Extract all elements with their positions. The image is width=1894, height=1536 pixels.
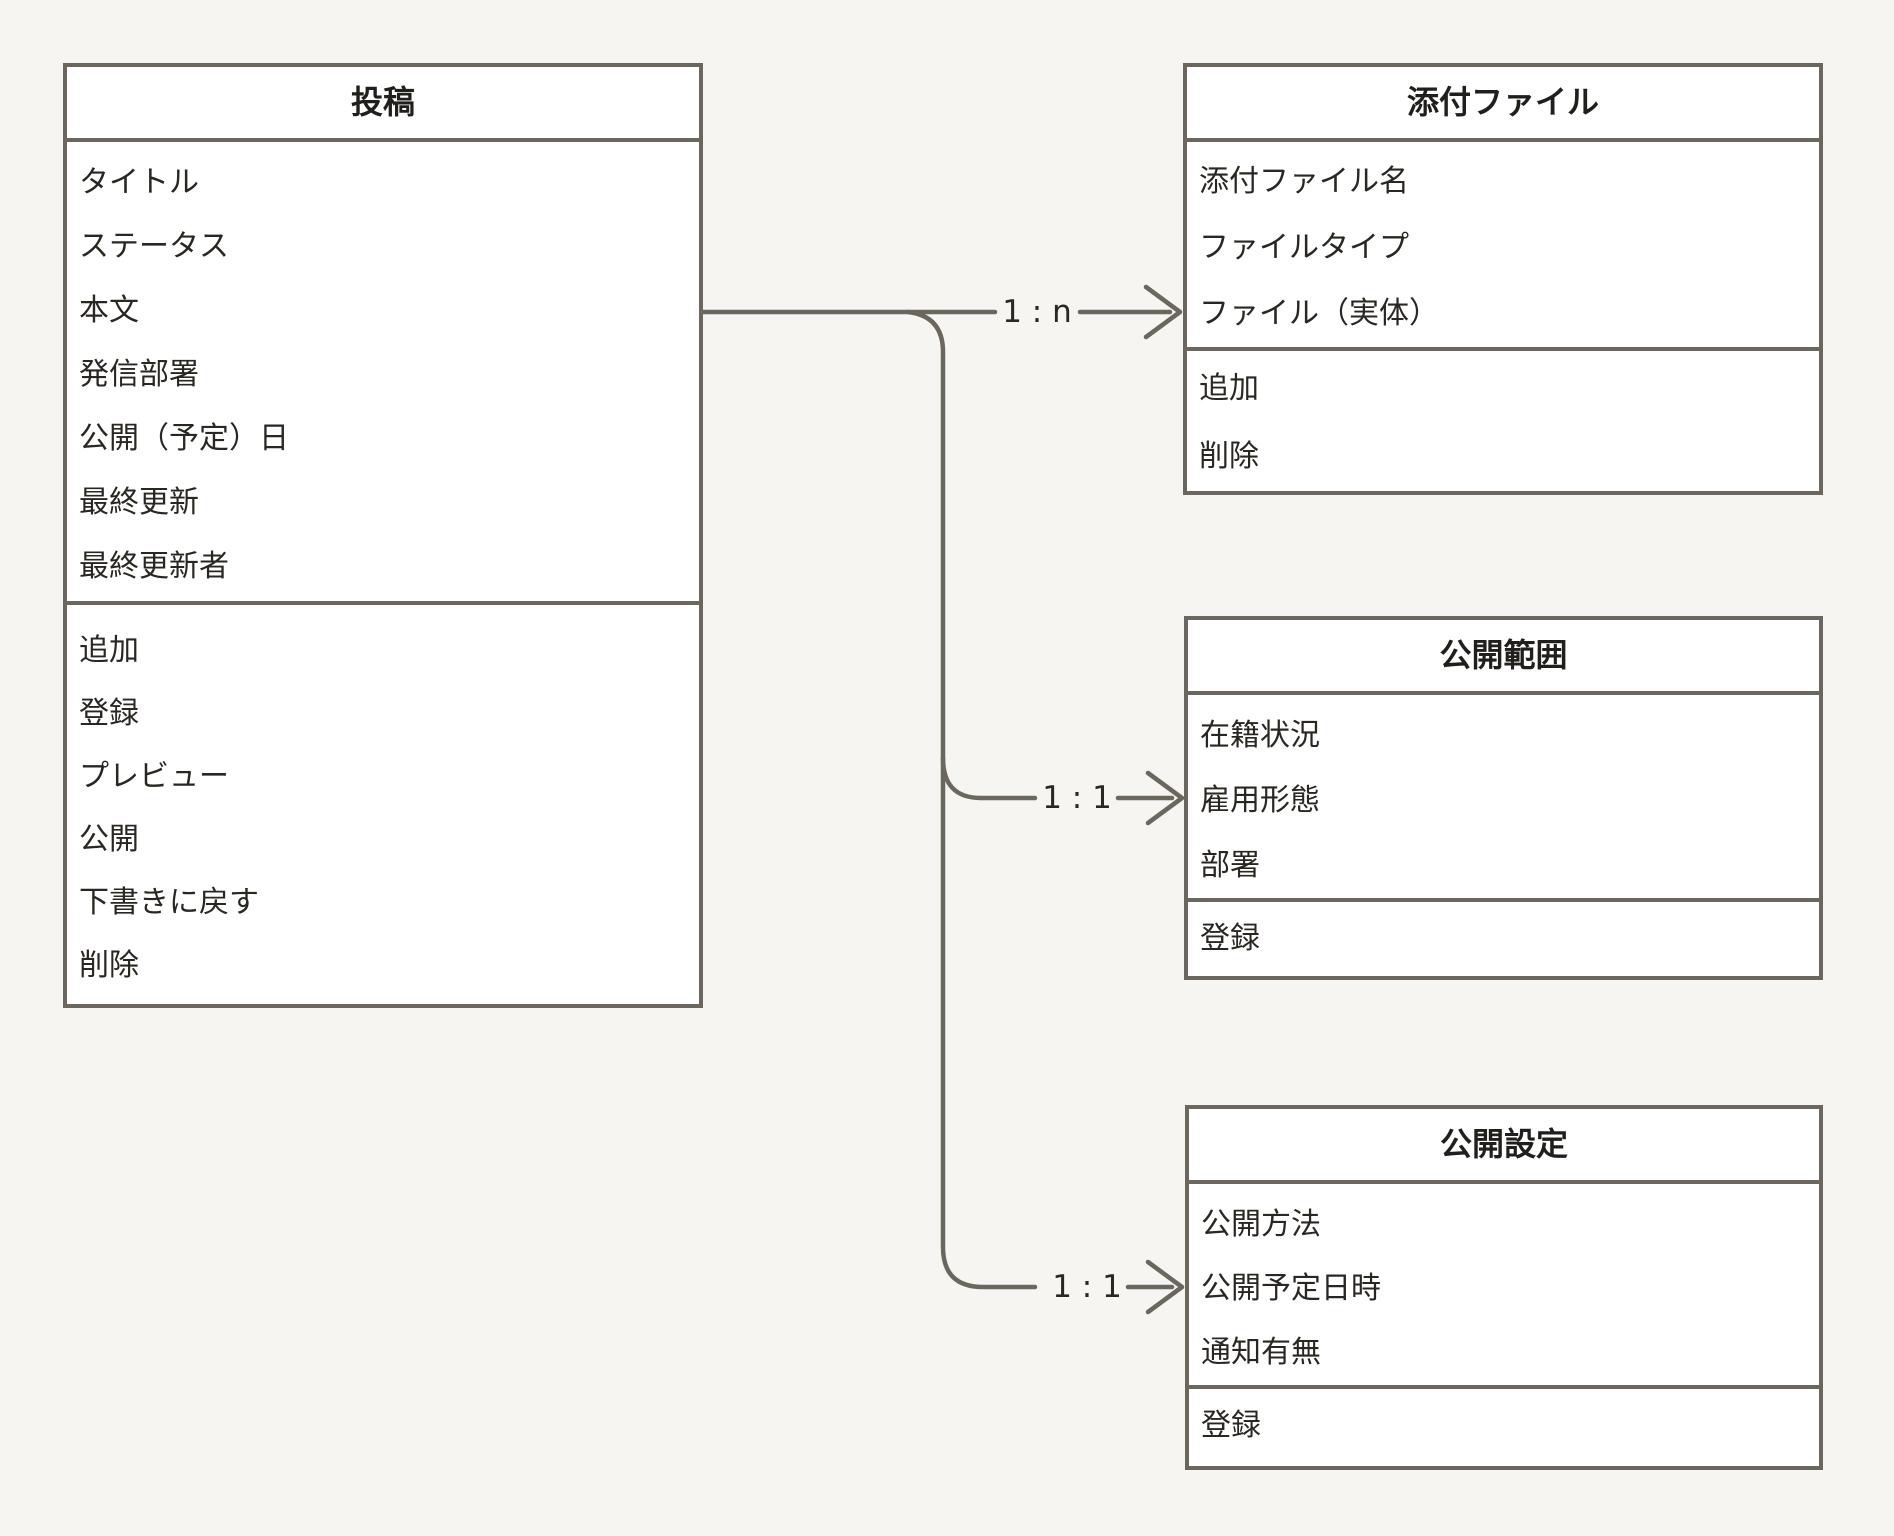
arrow-post-attachment [1077, 284, 1183, 340]
entity-publish-settings-field: 通知有無 [1201, 1335, 1321, 1370]
relation-label-post-scope: 1 : 1 [1042, 780, 1112, 816]
entity-publish-scope-title: 公開範囲 [1188, 620, 1819, 695]
entity-publish-settings-action: 登録 [1201, 1408, 1261, 1443]
entity-publish-settings: 公開設定 公開方法 公開予定日時 通知有無 登録 [1185, 1105, 1823, 1470]
entity-attachment-action: 追加 [1199, 371, 1259, 406]
entity-post-action: 削除 [79, 948, 139, 983]
entity-publish-scope-field: 部署 [1200, 848, 1260, 883]
entity-post-action: 登録 [79, 696, 139, 731]
entity-publish-settings-title: 公開設定 [1189, 1109, 1819, 1184]
entity-publish-settings-fields: 公開方法 公開予定日時 通知有無 [1189, 1184, 1819, 1389]
entity-post-action: プレビュー [79, 759, 229, 794]
entity-publish-scope-action: 登録 [1200, 921, 1260, 956]
entity-attachment-actions: 追加 削除 [1187, 351, 1819, 491]
entity-publish-scope-field: 雇用形態 [1200, 783, 1320, 818]
entity-post-field: 最終更新 [79, 485, 199, 520]
entity-post-actions: 追加 登録 プレビュー 公開 下書きに戻す 削除 [67, 605, 699, 997]
entity-post-field: 最終更新者 [79, 549, 229, 584]
relation-label-post-settings: 1 : 1 [1052, 1269, 1122, 1305]
entity-post-title: 投稿 [67, 67, 699, 142]
entity-attachment-title: 添付ファイル [1187, 67, 1819, 142]
entity-publish-scope: 公開範囲 在籍状況 雇用形態 部署 登録 [1184, 616, 1823, 980]
entity-publish-scope-fields: 在籍状況 雇用形態 部署 [1188, 695, 1819, 902]
entity-post-field: ステータス [79, 229, 229, 264]
entity-attachment-field: ファイル（実体） [1199, 296, 1439, 331]
entity-post-action: 下書きに戻す [79, 885, 259, 920]
entity-post-fields: タイトル ステータス 本文 発信部署 公開（予定）日 最終更新 最終更新者 [67, 142, 699, 605]
entity-attachment-field: ファイルタイプ [1199, 230, 1409, 265]
arrow-post-scope [1115, 770, 1185, 826]
entity-post: 投稿 タイトル ステータス 本文 発信部署 公開（予定）日 最終更新 最終更新者… [63, 63, 703, 1008]
entity-post-field: 公開（予定）日 [79, 421, 289, 456]
relation-trunk [905, 309, 1038, 1290]
entity-attachment-fields: 添付ファイル名 ファイルタイプ ファイル（実体） [1187, 142, 1819, 351]
entity-post-action: 公開 [79, 822, 139, 857]
entity-publish-scope-field: 在籍状況 [1200, 718, 1320, 753]
entity-attachment: 添付ファイル 添付ファイル名 ファイルタイプ ファイル（実体） 追加 削除 [1183, 63, 1823, 495]
entity-post-field: 本文 [79, 293, 139, 328]
entity-publish-settings-field: 公開方法 [1201, 1207, 1321, 1242]
relation-label-post-attachment: 1 : n [1002, 294, 1072, 330]
entity-post-field: タイトル [79, 165, 199, 200]
entity-publish-scope-actions: 登録 [1188, 902, 1819, 972]
arrow-post-settings [1125, 1259, 1185, 1315]
entity-publish-settings-field: 公開予定日時 [1201, 1271, 1381, 1306]
relation-line-post-scope [940, 755, 1038, 801]
entity-attachment-action: 削除 [1199, 439, 1259, 474]
entity-post-field: 発信部署 [79, 357, 199, 392]
entity-post-action: 追加 [79, 633, 139, 668]
entity-publish-settings-actions: 登録 [1189, 1389, 1819, 1459]
entity-attachment-field: 添付ファイル名 [1199, 164, 1409, 199]
